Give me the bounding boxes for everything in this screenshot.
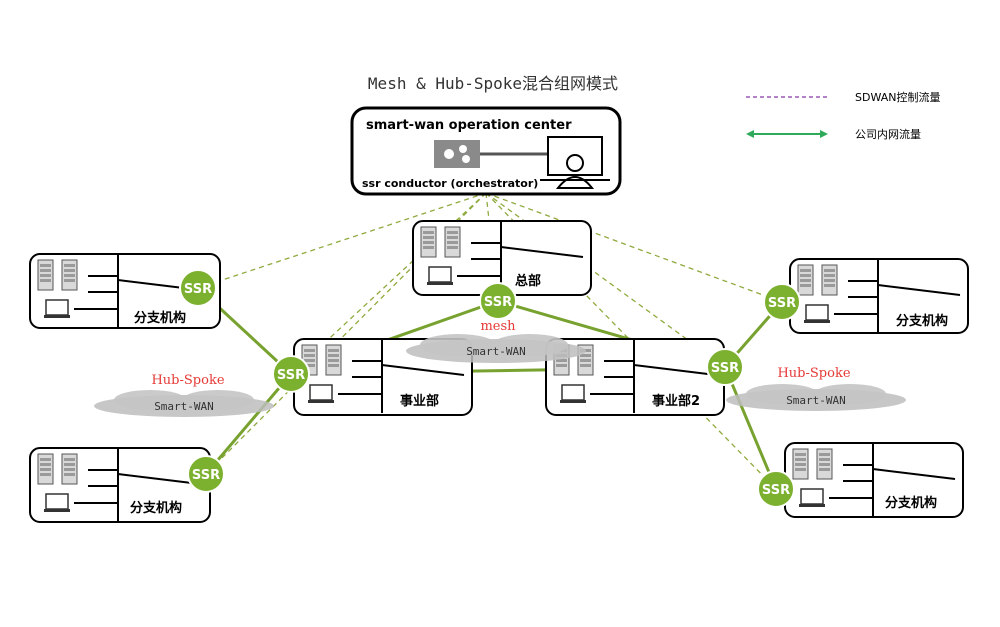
svg-text:SSR: SSR — [277, 368, 305, 383]
cloud-mesh: Smart-WAN — [406, 334, 586, 363]
site-branch-top-left: 分支机构 — [29, 253, 221, 329]
legend: SDWAN控制流量 公司内网流量 — [746, 90, 940, 141]
branch-bottom-left-label: 分支机构 — [130, 500, 182, 516]
hub-right-label: Hub-Spoke — [777, 366, 850, 381]
branch-top-left-label: 分支机构 — [134, 310, 186, 326]
site-division2-label: 事业部2 — [652, 393, 700, 409]
branch-top-right-label: 分支机构 — [896, 313, 948, 329]
ssr-router-division1: SSR — [272, 355, 310, 393]
svg-text:SSR: SSR — [192, 468, 220, 483]
legend-control-label: SDWAN控制流量 — [855, 90, 940, 104]
conductor-label: ssr conductor (orchestrator) — [362, 177, 538, 190]
cloud-hub-left: Smart-WAN — [94, 390, 274, 417]
operation-center: smart-wan operation center ssr conductor… — [350, 106, 622, 196]
gear-icon — [434, 140, 480, 168]
ssr-router-hq: SSR — [479, 282, 517, 320]
svg-text:SSR: SSR — [184, 282, 212, 297]
ssr-router-branch-top-right: SSR — [763, 283, 801, 321]
site-division1-label: 事业部 — [400, 393, 439, 409]
svg-text:SSR: SSR — [762, 483, 790, 498]
ssr-router-branch-top-left: SSR — [179, 269, 217, 307]
operation-center-title: smart-wan operation center — [366, 118, 572, 133]
site-branch-bottom-right: 分支机构 — [784, 442, 964, 518]
ssr-router-branch-bottom-right: SSR — [757, 470, 795, 508]
ssr-router-division2: SSR — [706, 348, 744, 386]
cloud-hub-right: Smart-WAN — [726, 384, 906, 411]
cloud-hub-right-label: Smart-WAN — [786, 394, 846, 407]
mesh-label: mesh — [480, 319, 516, 334]
site-hq-label: 总部 — [515, 273, 541, 289]
operator-icon — [540, 136, 610, 189]
site-branch-top-right: 分支机构 — [789, 258, 969, 334]
legend-arrow-right-icon — [820, 130, 828, 138]
legend-arrow-left-icon — [746, 130, 754, 138]
hub-left-label: Hub-Spoke — [151, 373, 224, 388]
branch-bottom-right-label: 分支机构 — [885, 495, 937, 511]
cloud-hub-left-label: Smart-WAN — [154, 400, 214, 413]
svg-text:SSR: SSR — [484, 295, 512, 310]
ssr-router-branch-bottom-left: SSR — [187, 455, 225, 493]
legend-data-label: 公司内网流量 — [855, 127, 921, 141]
cloud-mesh-label: Smart-WAN — [466, 345, 526, 358]
svg-text:SSR: SSR — [711, 361, 739, 376]
svg-text:SSR: SSR — [768, 296, 796, 311]
diagram-title: Mesh & Hub-Spoke混合组网模式 — [368, 74, 618, 93]
site-branch-bottom-left: 分支机构 — [29, 447, 211, 523]
